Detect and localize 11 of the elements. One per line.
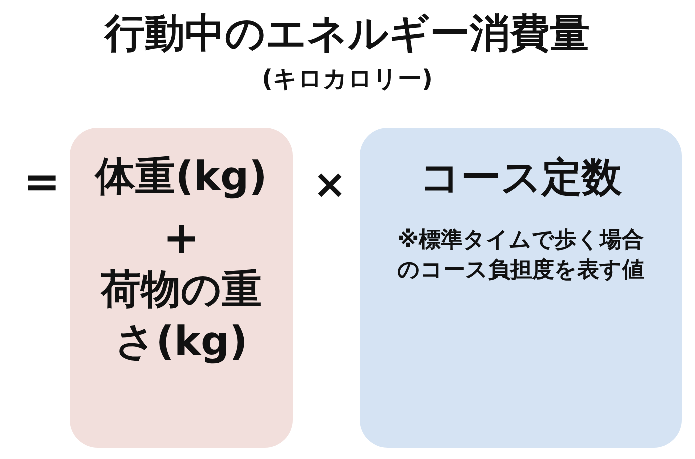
weight-term: 体重(kg) bbox=[96, 154, 268, 200]
multiply-sign: × bbox=[312, 161, 348, 210]
title: 行動中のエネルギー消費量 bbox=[103, 10, 591, 58]
note-text: ※標準タイムで歩く場合のコース負担度を表す値 bbox=[396, 227, 646, 285]
load-term: 荷物の重さ(kg) bbox=[100, 266, 263, 367]
subtitle: (キロカロリー) bbox=[261, 64, 434, 94]
formula-box bbox=[70, 128, 293, 448]
equals-sign: = bbox=[22, 158, 62, 208]
formula-box bbox=[360, 128, 682, 448]
plus-sign: + bbox=[163, 214, 200, 264]
heading: コース定数 bbox=[420, 154, 622, 202]
